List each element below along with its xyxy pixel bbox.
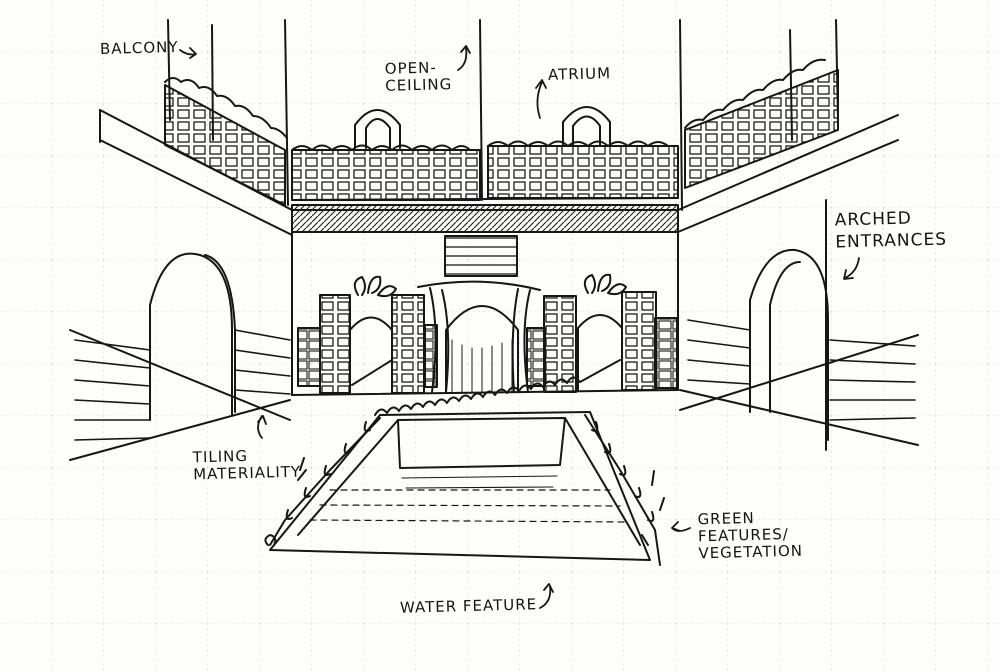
annotation-arrows — [179, 45, 860, 609]
annotation-balcony: BALCONY — [99, 37, 179, 59]
annotation-water-feature: WATER FEATURE — [399, 595, 538, 617]
upper-arched-windows — [354, 106, 611, 149]
vegetation — [264, 376, 665, 566]
right-wall — [679, 199, 919, 451]
left-wall — [69, 252, 291, 461]
annotation-atrium: ATRIUM — [547, 64, 612, 84]
water-feature — [269, 411, 651, 561]
balcony-railings — [164, 58, 839, 206]
annotation-open-ceiling: OPEN- CEILING — [384, 58, 453, 95]
central-arch-curtains — [417, 280, 541, 393]
annotation-green-features: GREEN FEATURES/ VEGETATION — [697, 508, 804, 563]
rear-pillars — [319, 291, 657, 394]
plant-urns — [353, 273, 627, 298]
annotation-tiling-materiality: TILING MATERIALITY — [192, 446, 302, 484]
annotation-arched-entrances: ARCHED ENTRANCES — [834, 208, 948, 253]
upper-structure — [99, 19, 899, 236]
rear-wall — [291, 231, 679, 396]
